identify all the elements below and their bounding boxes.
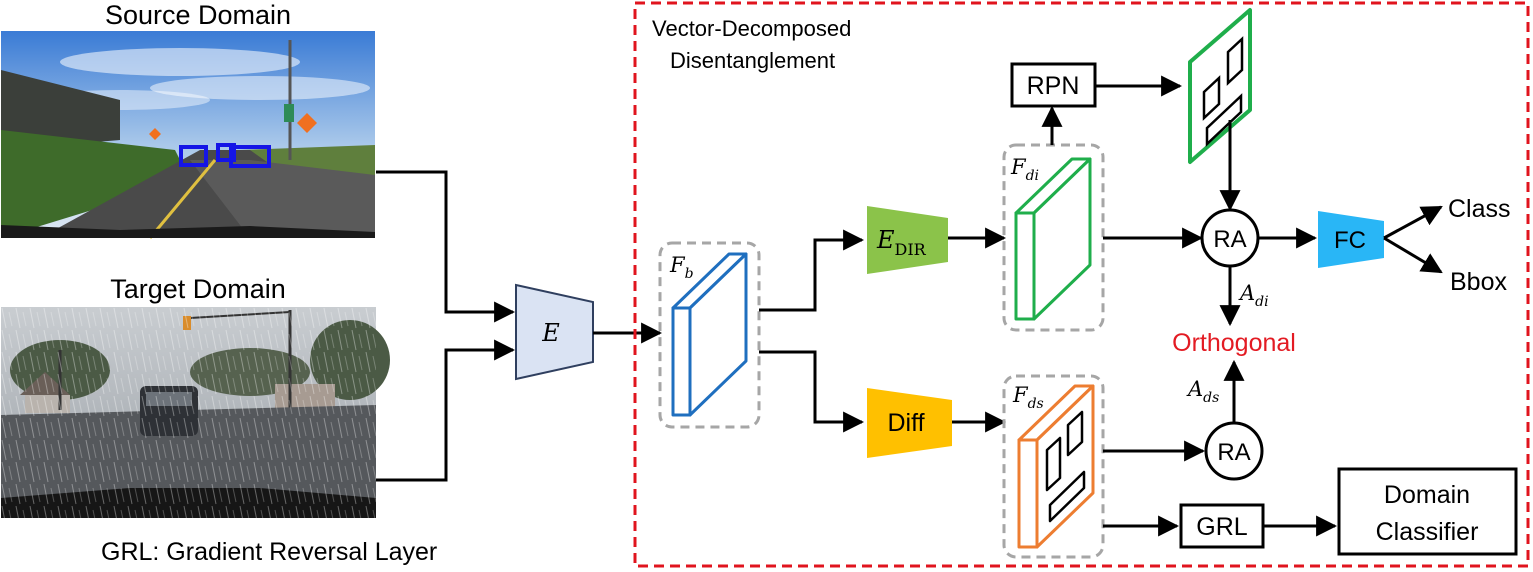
fds-feature-map xyxy=(1017,384,1095,549)
fc-to-bbox-arrow xyxy=(1383,236,1443,274)
target-domain-image xyxy=(1,307,390,518)
rpn-label: RPN xyxy=(1027,72,1080,100)
bbox-output: Bbox xyxy=(1450,268,1507,296)
source-domain-label: Source Domain xyxy=(105,0,291,30)
target-to-encoder-arrow xyxy=(376,339,516,482)
source-to-encoder-arrow xyxy=(376,170,516,323)
domain-classifier-block xyxy=(1337,467,1518,556)
edir-label: EDIR xyxy=(876,226,927,259)
grl-block xyxy=(1179,503,1265,549)
ra-top-label: RA xyxy=(1213,226,1246,253)
encoder-label: E xyxy=(541,319,560,347)
adi-label: Adi xyxy=(1238,281,1269,310)
fc-label: FC xyxy=(1334,227,1366,254)
vdd-title-line1: Vector-Decomposed xyxy=(652,16,851,41)
grl-legend: GRL: Gradient Reversal Layer xyxy=(101,538,437,566)
source-domain-image xyxy=(1,31,375,239)
ra-bottom-node xyxy=(1204,421,1264,481)
fb-to-edir-arrow xyxy=(759,229,865,312)
fds-label: Fds xyxy=(1012,383,1044,412)
fds-group-box xyxy=(1002,374,1105,559)
fb-feature-map xyxy=(671,252,748,417)
edir-block xyxy=(867,206,948,274)
rpn-block xyxy=(1010,62,1097,108)
encoder-block xyxy=(515,283,594,381)
ads-label: Ads xyxy=(1186,377,1219,406)
domain-classifier-line1: Domain xyxy=(1384,481,1470,509)
proposal-map xyxy=(1188,8,1252,164)
target-domain-label: Target Domain xyxy=(110,274,286,304)
fc-to-class-arrow xyxy=(1383,205,1443,240)
diff-label: Diff xyxy=(887,409,924,437)
orthogonal-label: Orthogonal xyxy=(1172,329,1296,357)
fc-block xyxy=(1318,211,1384,268)
grl-label: GRL xyxy=(1196,513,1248,541)
class-output: Class xyxy=(1448,195,1511,223)
domain-classifier-line2: Classifier xyxy=(1376,518,1479,546)
vdd-region xyxy=(633,1,1530,568)
fb-group-box xyxy=(658,241,761,429)
fdi-feature-map xyxy=(1014,157,1092,321)
fdi-label: Fdi xyxy=(1010,155,1039,184)
diff-block xyxy=(867,388,952,458)
vdd-title-line2: Disentanglement xyxy=(670,48,835,73)
ra-bottom-label: RA xyxy=(1217,439,1250,466)
fb-to-diff-arrow xyxy=(759,350,865,433)
fb-label: Fb xyxy=(669,253,694,282)
